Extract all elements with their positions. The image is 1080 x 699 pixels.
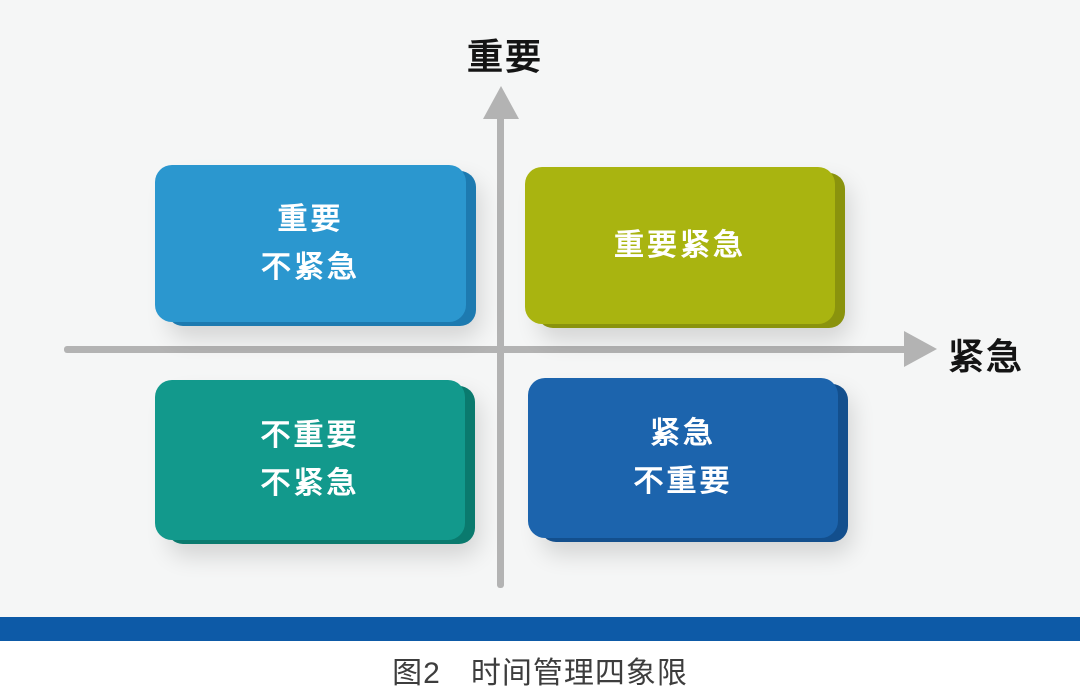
y-axis-label: 重要 — [466, 36, 543, 77]
y-axis-arrow-icon — [483, 86, 519, 119]
quadrant-label-line1: 重要 — [277, 202, 344, 236]
quadrant-important-urgent: 重要紧急 — [525, 167, 835, 324]
figure-caption-title: 时间管理四象限 — [470, 657, 688, 690]
quadrant-label-line1: 重要紧急 — [614, 228, 746, 262]
quadrant-not-important-not-urgent: 不重要 不紧急 — [155, 380, 465, 540]
quadrant-urgent-not-important: 紧急 不重要 — [528, 378, 838, 538]
quadrant-label-line1: 不重要 — [260, 419, 360, 452]
quadrant-important-not-urgent: 重要 不紧急 — [155, 165, 466, 322]
x-axis-arrow-icon — [904, 331, 937, 367]
quadrant-label-line2: 不重要 — [633, 465, 733, 498]
x-axis-line — [64, 346, 907, 353]
quadrant-label-line2: 不紧急 — [260, 467, 360, 500]
figure-caption-number: 图2 — [392, 657, 441, 690]
figure-caption: 图2 时间管理四象限 — [0, 641, 1080, 699]
quadrant-label-line1: 紧急 — [650, 417, 716, 450]
quadrant-label-line2: 不紧急 — [261, 250, 360, 284]
x-axis-label: 紧急 — [948, 336, 1025, 377]
footer-divider-bar — [0, 617, 1080, 641]
